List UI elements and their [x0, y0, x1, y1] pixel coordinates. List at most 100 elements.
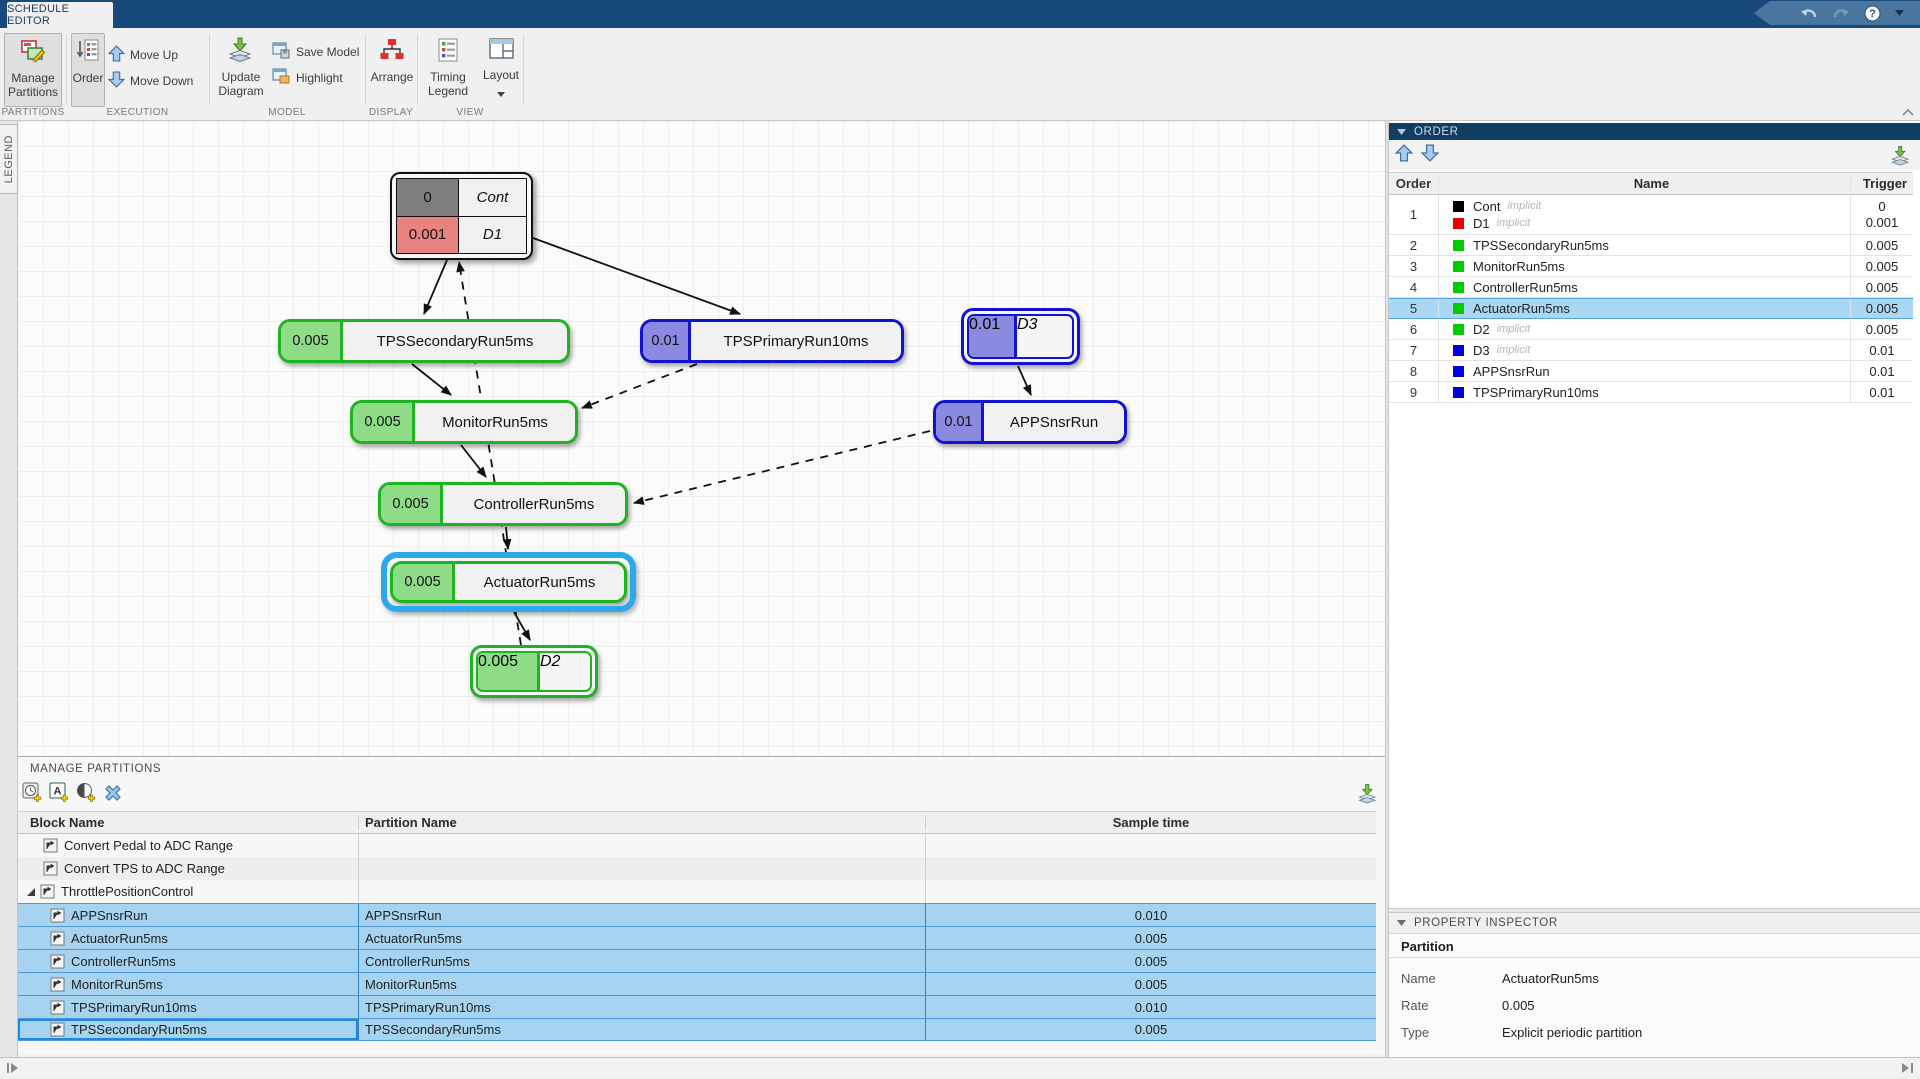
partition-name-cell[interactable]: ActuatorRun5ms: [358, 927, 925, 949]
expand-right-panel-icon[interactable]: [1900, 1061, 1914, 1079]
property-inspector-header[interactable]: PROPERTY INSPECTOR: [1389, 913, 1920, 934]
dependency-solid-edge[interactable]: [502, 526, 512, 551]
dependency-solid-edge[interactable]: [513, 611, 531, 641]
sample-time-cell[interactable]: [925, 834, 1376, 857]
block-name-cell[interactable]: Convert TPS to ADC Range: [18, 857, 358, 880]
add-aperiodic-partition-icon[interactable]: A: [49, 782, 70, 808]
column-partition-name[interactable]: Partition Name: [358, 815, 925, 830]
collapse-ribbon-icon[interactable]: [1902, 103, 1914, 121]
order-move-up-icon[interactable]: [1394, 143, 1414, 167]
partition-table-row[interactable]: Convert TPS to ADC Range: [18, 857, 1376, 880]
save-model-button[interactable]: Save Model: [272, 42, 359, 62]
block-name-cell[interactable]: TPSPrimaryRun10ms: [18, 996, 358, 1018]
block-name-cell[interactable]: ControllerRun5ms: [18, 950, 358, 972]
sample-time-cell[interactable]: [925, 880, 1376, 903]
toolbar-dropdown-caret-icon[interactable]: [1895, 10, 1904, 16]
sample-time-cell[interactable]: 0.005: [925, 927, 1376, 949]
sample-time-cell[interactable]: [925, 857, 1376, 880]
help-icon[interactable]: ?: [1864, 5, 1881, 22]
block-name-cell[interactable]: Convert Pedal to ADC Range: [18, 834, 358, 857]
column-name[interactable]: Name: [1438, 176, 1850, 191]
update-partitions-icon[interactable]: [1357, 783, 1379, 810]
delete-partition-icon[interactable]: [103, 783, 123, 808]
partition-name-cell[interactable]: [358, 857, 925, 880]
property-value-name[interactable]: ActuatorRun5ms: [1502, 971, 1599, 986]
dependency-solid-edge[interactable]: [460, 444, 487, 478]
dependency-dashed-edge[interactable]: [580, 363, 698, 409]
expand-left-panel-icon[interactable]: [6, 1061, 20, 1079]
arrange-button[interactable]: Arrange: [370, 33, 414, 107]
order-move-down-icon[interactable]: [1420, 144, 1440, 167]
tab-schedule-editor[interactable]: SCHEDULE EDITOR: [7, 2, 113, 28]
tree-expanded-icon[interactable]: [26, 887, 36, 897]
partition-name-cell[interactable]: ControllerRun5ms: [358, 950, 925, 972]
partition-table-row[interactable]: ThrottlePositionControl: [18, 880, 1376, 903]
partition-name-cell[interactable]: [358, 880, 925, 903]
property-value-rate[interactable]: 0.005: [1502, 998, 1535, 1013]
redo-icon[interactable]: [1832, 6, 1850, 20]
block-name-cell[interactable]: TPSSecondaryRun5ms: [18, 1019, 358, 1040]
partition-name-cell[interactable]: TPSSecondaryRun5ms: [358, 1019, 925, 1040]
legend-tab[interactable]: LEGEND: [0, 124, 18, 194]
order-panel-header[interactable]: ORDER: [1389, 123, 1920, 140]
dependency-solid-edge[interactable]: [1017, 365, 1032, 397]
column-trigger[interactable]: Trigger: [1850, 176, 1913, 191]
partition-name-cell[interactable]: APPSnsrRun: [358, 904, 925, 926]
order-button[interactable]: Order: [71, 33, 105, 107]
highlight-button[interactable]: Highlight: [272, 68, 343, 88]
sample-time-cell[interactable]: 0.005: [925, 973, 1376, 995]
column-order[interactable]: Order: [1395, 176, 1432, 191]
partition-name-cell[interactable]: MonitorRun5ms: [358, 973, 925, 995]
property-value-type[interactable]: Explicit periodic partition: [1502, 1025, 1643, 1040]
add-partition-icon[interactable]: [76, 782, 97, 808]
dependency-solid-edge[interactable]: [411, 363, 452, 396]
layout-button[interactable]: Layout: [478, 33, 524, 107]
horizontal-splitter[interactable]: [1389, 908, 1920, 913]
partition-name-cell[interactable]: [358, 834, 925, 857]
dependency-solid-edge[interactable]: [423, 259, 448, 316]
block-name-cell[interactable]: APPSnsrRun: [18, 904, 358, 926]
move-up-button[interactable]: Move Up: [107, 45, 178, 65]
order-update-icon[interactable]: [1890, 145, 1912, 172]
column-block-name[interactable]: Block Name: [30, 815, 105, 830]
column-sample-time[interactable]: Sample time: [925, 815, 1376, 830]
add-periodic-partition-icon[interactable]: [22, 782, 43, 808]
move-down-button[interactable]: Move Down: [107, 71, 193, 91]
block-name-cell[interactable]: ThrottlePositionControl: [18, 880, 358, 903]
sample-time-cell[interactable]: 0.005: [925, 950, 1376, 972]
vertical-splitter[interactable]: [1385, 121, 1389, 1057]
sample-time-cell[interactable]: 0.005: [925, 1019, 1376, 1040]
partition-table-row[interactable]: Convert Pedal to ADC Range: [18, 834, 1376, 857]
sample-time-cell[interactable]: 0.010: [925, 904, 1376, 926]
sample-time-cell[interactable]: 0.010: [925, 996, 1376, 1018]
undo-icon[interactable]: [1800, 6, 1818, 20]
dependency-solid-edge[interactable]: [532, 237, 742, 315]
